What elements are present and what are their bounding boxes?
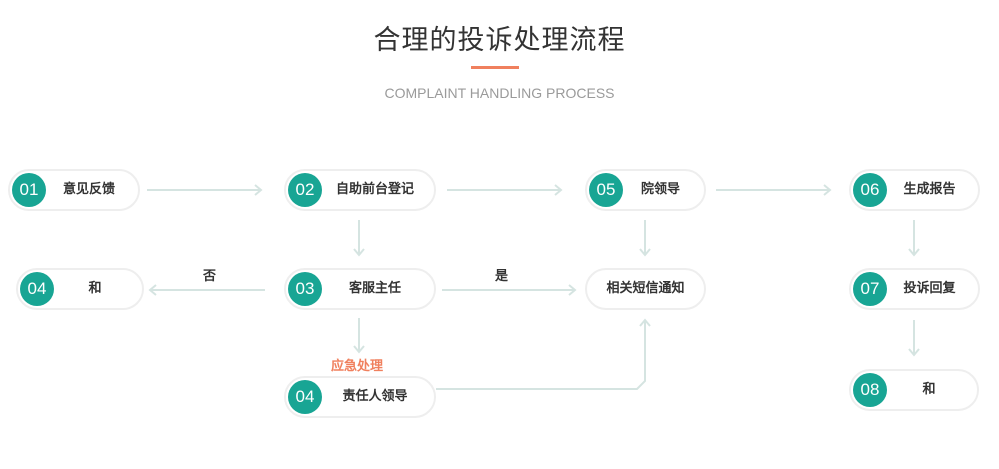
step-04-and-node: 04 和 [16, 268, 144, 310]
step-number-badge: 06 [853, 173, 887, 207]
step-number-badge: 04 [288, 380, 322, 414]
step-05-node: 05 院领导 [585, 169, 706, 211]
step-06-node: 06 生成报告 [849, 169, 980, 211]
step-label: 责任人领导 [342, 389, 408, 404]
step-label: 投诉回复 [903, 281, 956, 296]
step-label: 院领导 [640, 182, 680, 197]
step-07-node: 07 投诉回复 [849, 268, 980, 310]
step-number-badge: 08 [853, 373, 887, 407]
page-title: 合理的投诉处理流程 [373, 25, 626, 56]
step-number-badge: 04 [20, 272, 54, 306]
sms-notice-node: 相关短信通知 [585, 268, 706, 310]
step-01-node: 01 意见反馈 [8, 169, 140, 211]
step-label: 客服主任 [348, 281, 401, 296]
step-02-node: 02 自助前台登记 [284, 169, 436, 211]
step-number-badge: 02 [288, 173, 322, 207]
arrow-04b-sms [436, 320, 646, 390]
page-subtitle: COMPLAINT HANDLING PROCESS [384, 85, 615, 101]
step-label: 相关短信通知 [606, 281, 685, 296]
step-03-node: 03 客服主任 [284, 268, 436, 310]
edge-label-no: 否 [203, 269, 217, 284]
step-label: 和 [922, 382, 936, 397]
edge-label-yes: 是 [495, 269, 509, 284]
step-label: 意见反馈 [62, 182, 115, 197]
edge-label-emergency: 应急处理 [331, 359, 384, 374]
step-08-node: 08 和 [849, 369, 979, 411]
step-label: 和 [88, 281, 102, 296]
step-number-badge: 03 [288, 272, 322, 306]
step-number-badge: 07 [853, 272, 887, 306]
step-label: 生成报告 [903, 182, 956, 197]
step-number-badge: 01 [12, 173, 46, 207]
title-underline [471, 66, 519, 69]
step-04-leader-node: 04 责任人领导 [284, 376, 436, 418]
step-label: 自助前台登记 [335, 182, 414, 197]
step-number-badge: 05 [589, 173, 623, 207]
